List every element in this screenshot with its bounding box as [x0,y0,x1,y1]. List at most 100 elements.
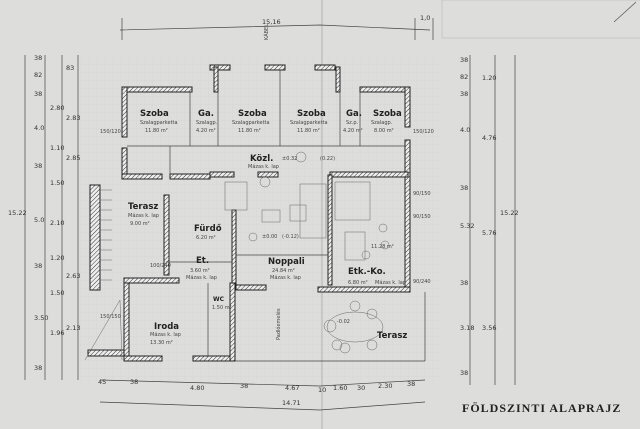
dim-left-mid: 1.96 [50,329,64,337]
room-floor: Szalagp. [196,120,218,126]
dim-left-mid: 2.10 [50,219,64,227]
room-name: Et. [196,256,209,266]
dim-bottom: 2.30 [378,382,392,390]
floor-raise-label: Padlóemelés [275,308,282,340]
room-name: Közl. [250,154,273,164]
dim-left: 5.0 [34,216,44,224]
dim-right: 5.32 [460,222,474,230]
dim-right-mid: 1.20 [482,74,496,82]
dim-bottom: 38 [240,382,248,390]
dim-bottom: 10 [318,386,326,394]
dim-right: 4.0 [460,126,470,134]
room-name: Noppali [268,257,305,267]
window-label: 100/240 [150,263,171,269]
dimension-lines [24,18,516,411]
room-area: 8.00 m² [374,128,394,134]
room-area: 13.30 m² [150,340,173,346]
room-name: WC [213,296,225,303]
room-name: Iroda [154,322,179,332]
room-area: 1.50 m² [212,305,232,311]
room-floor: Szalagp. [371,120,393,126]
room-area: 9.00 m² [130,221,150,227]
room-name: Fürdő [194,224,222,234]
dims-right: 38 82 38 4.0 38 5.32 38 3.18 38 1.20 4.7… [460,56,519,377]
interior-lines [84,70,426,362]
dim-bottom: 45 [98,378,106,386]
dim-bottom: 38 [407,380,415,388]
dim-bottom-total: 14.71 [282,399,301,407]
dim-bottom: 30 [357,384,365,392]
window-label: 90/240 [413,279,431,285]
paper-sheet-edge [441,0,640,39]
room-name: Szoba [140,109,169,119]
room-area: 11.80 m² [297,128,320,134]
level-mark: -0.02 [337,319,350,325]
room-floor: Szalagparketta [290,120,328,126]
dim-right: 38 [460,56,468,64]
room-floor: Mázas k. lap [150,331,181,338]
room-floor: Mázas k. lap [186,274,217,281]
dim-right-mid: 5.76 [482,229,496,237]
room-area: 6.80 m² [348,280,368,286]
window-label: 90/150 [413,191,431,197]
dim-left-inner: 2.85 [66,154,80,162]
dim-bottom: 1.60 [333,384,347,392]
window-label: 150/120 [413,129,434,135]
window-labels: 150/120 150/120 90/150 90/150 90/240 100… [100,129,434,320]
room-floor: Sz.p. [346,120,359,126]
dim-left-mid: 1.10 [50,144,64,152]
dim-left: 38 [34,54,42,62]
dimension-labels: 15,16 1,0 45 38 4.80 38 4.67 10 1.60 30 … [8,14,519,407]
room-floor: Mázas k. lap [248,163,279,170]
room-labels: Szoba Szalagparketta 11.80 m² Ga. Szalag… [128,24,407,346]
dim-bottom: 38 [130,378,138,386]
dim-left: 82 [34,71,42,79]
window-label: 150/150 [100,314,121,320]
dim-left-inner: 83 [66,64,74,72]
dim-left-inner: 2.63 [66,272,80,280]
level-mark: (0.22) [320,156,335,162]
room-name: Terasz [377,331,407,341]
dim-bottom: 4.67 [285,384,299,392]
room-floor: Mázas k. lap [270,274,301,281]
room-floor: Szalagparketta [232,120,270,126]
room-area: 4.20 m² [343,128,363,134]
drawing-title: FÖLDSZINTI ALAPRAJZ [462,401,621,415]
walls [87,64,411,362]
dim-right: 38 [460,90,468,98]
room-name: Szoba [238,109,267,119]
window-label: 150/120 [100,129,121,135]
corner-mark [613,1,637,23]
dim-right: 82 [460,73,468,81]
dim-left: 4.0 [34,124,44,132]
room-name: Szoba [373,109,402,119]
dim-left: 38 [34,90,42,98]
paper-grid [80,60,440,380]
chimney-label: KÁBEL [263,24,270,40]
room-floor: Mázas k. lap [375,279,406,286]
room-area: 3.60 m² [190,268,210,274]
level-mark: (-0.12) [282,234,299,240]
dims-left: 15.22 38 82 38 4.0 38 5.0 38 3.50 38 2.8… [8,54,80,372]
dim-left-mid: 1.50 [50,179,64,187]
room-area: 11.80 m² [238,128,261,134]
dim-left-mid: 2.80 [50,104,64,112]
dim-top-overhang: 1,0 [420,14,430,22]
room-area: 6.20 m² [196,235,216,241]
dim-right-mid: 4.76 [482,134,496,142]
dim-left-mid: 1.50 [50,289,64,297]
dim-left: 38 [34,262,42,270]
room-floor: Szalagparketta [140,120,178,126]
room-name: Ga. [198,109,214,119]
level-mark: ±0.32 [282,156,297,162]
room-name: Etk.-Ko. [348,267,386,277]
room-area: 11.80 m² [145,128,168,134]
dim-right: 3.18 [460,324,474,332]
room-area-extra: 11.28 m² [371,244,394,250]
dim-left-mid: 1.20 [50,254,64,262]
dim-left: 3.50 [34,314,48,322]
dim-right: 38 [460,279,468,287]
window-label: 90/150 [413,214,431,220]
dim-right-mid: 3.56 [482,324,496,332]
